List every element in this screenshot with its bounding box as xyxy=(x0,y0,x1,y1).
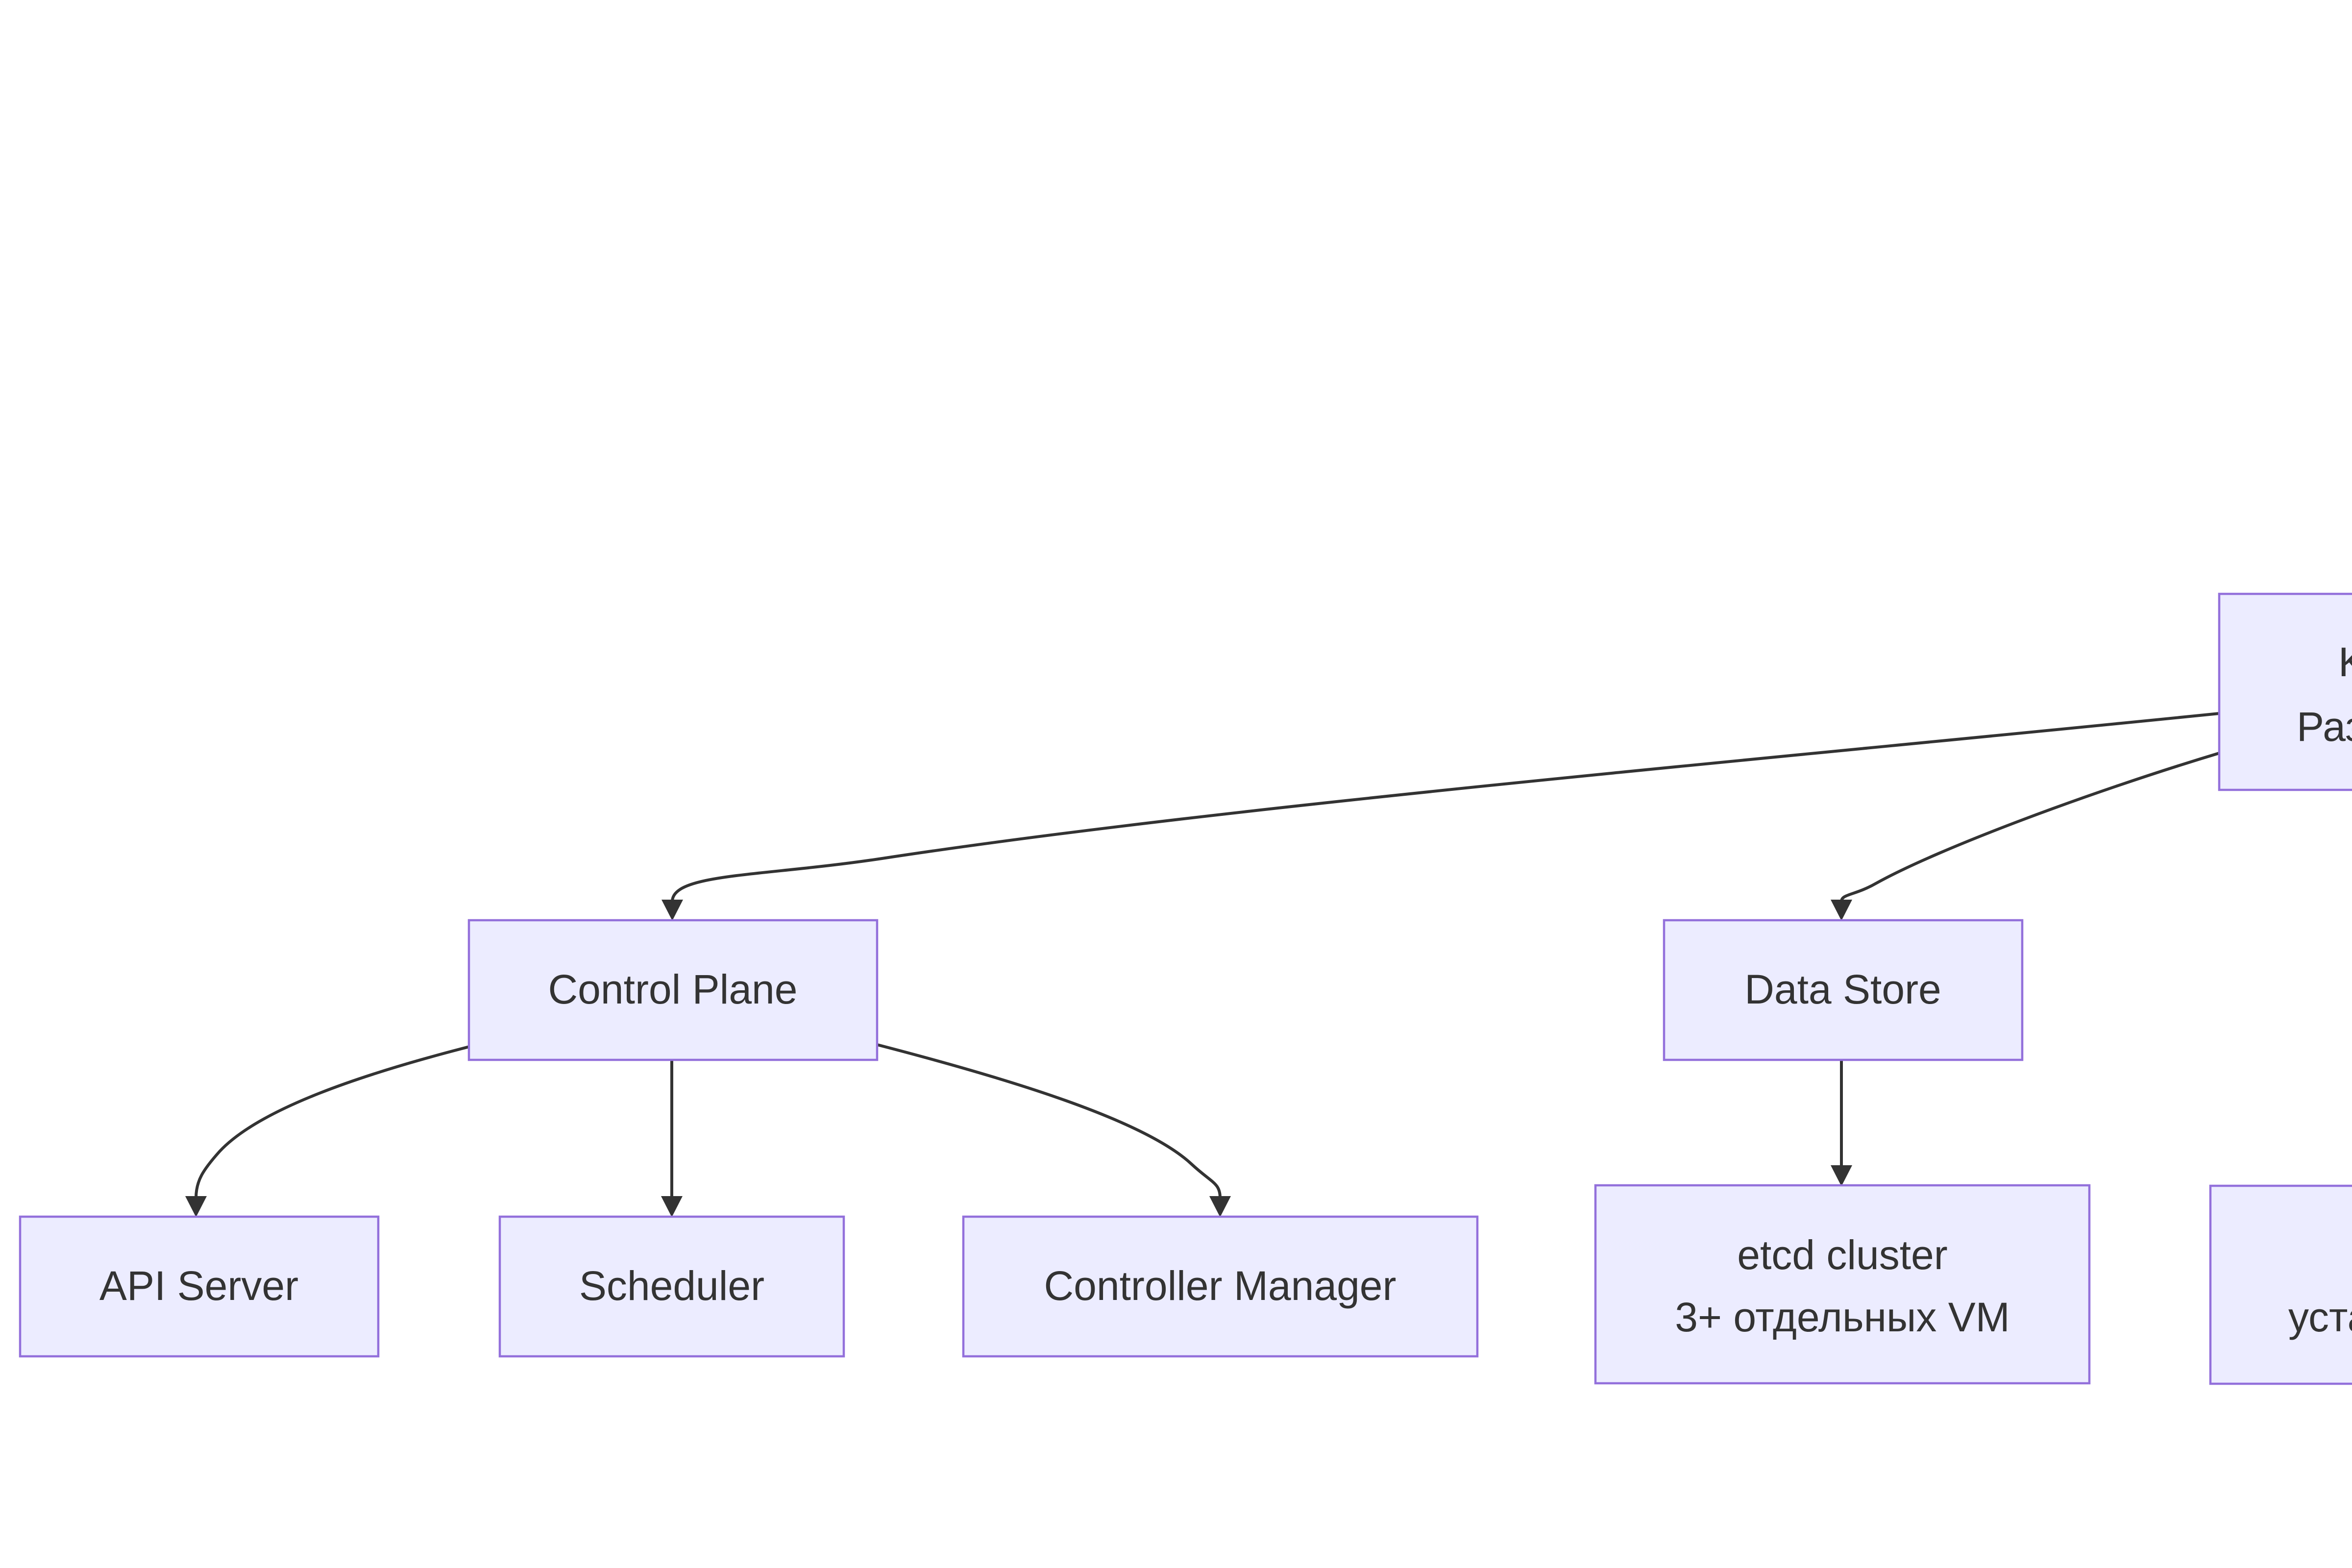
node-api-server xyxy=(19,1215,380,1358)
edge-control-plane-to-controller-manager xyxy=(877,1043,1222,1199)
node-etcd-cluster-label-line2: 3+ отдельных VM xyxy=(1675,1294,2009,1340)
edge-layer xyxy=(185,712,2220,1217)
node-root-clipped xyxy=(2218,592,2352,791)
node-control-plane xyxy=(467,919,879,1061)
arrowhead-into-scheduler xyxy=(661,1196,683,1217)
arrowhead-into-api-server xyxy=(185,1196,207,1217)
node-scheduler-label: Scheduler xyxy=(579,1263,764,1309)
node-bottom-right-label-line2: уста xyxy=(2288,1294,2352,1340)
edge-root-to-control-plane xyxy=(671,712,2220,902)
edge-root-to-data-store xyxy=(1840,752,2220,902)
arrowhead-into-data-store xyxy=(1831,900,1852,921)
node-layer: K Раз Control Plane Data Store API Serve… xyxy=(19,592,2352,1385)
node-etcd-cluster xyxy=(1594,1184,2091,1385)
node-api-server-label: API Server xyxy=(99,1263,298,1309)
node-data-store xyxy=(1663,919,2024,1061)
arrowhead-into-controller-manager xyxy=(1209,1196,1231,1217)
arrowhead-into-etcd-cluster xyxy=(1831,1165,1852,1186)
node-etcd-cluster-label-line1: etcd cluster xyxy=(1737,1232,1948,1278)
node-scheduler xyxy=(498,1215,845,1358)
arrowhead-into-control-plane xyxy=(662,900,683,921)
node-controller-manager xyxy=(962,1215,1479,1358)
node-controller-manager-label: Controller Manager xyxy=(1044,1263,1396,1309)
node-data-store-label: Data Store xyxy=(1744,966,1941,1012)
node-bottom-right-clipped xyxy=(2209,1184,2352,1385)
node-root-label-line1: K xyxy=(2338,639,2352,685)
edge-control-plane-to-api-server xyxy=(195,1045,470,1199)
node-root-label-line2: Раз xyxy=(2297,704,2352,750)
node-control-plane-label: Control Plane xyxy=(548,966,798,1012)
